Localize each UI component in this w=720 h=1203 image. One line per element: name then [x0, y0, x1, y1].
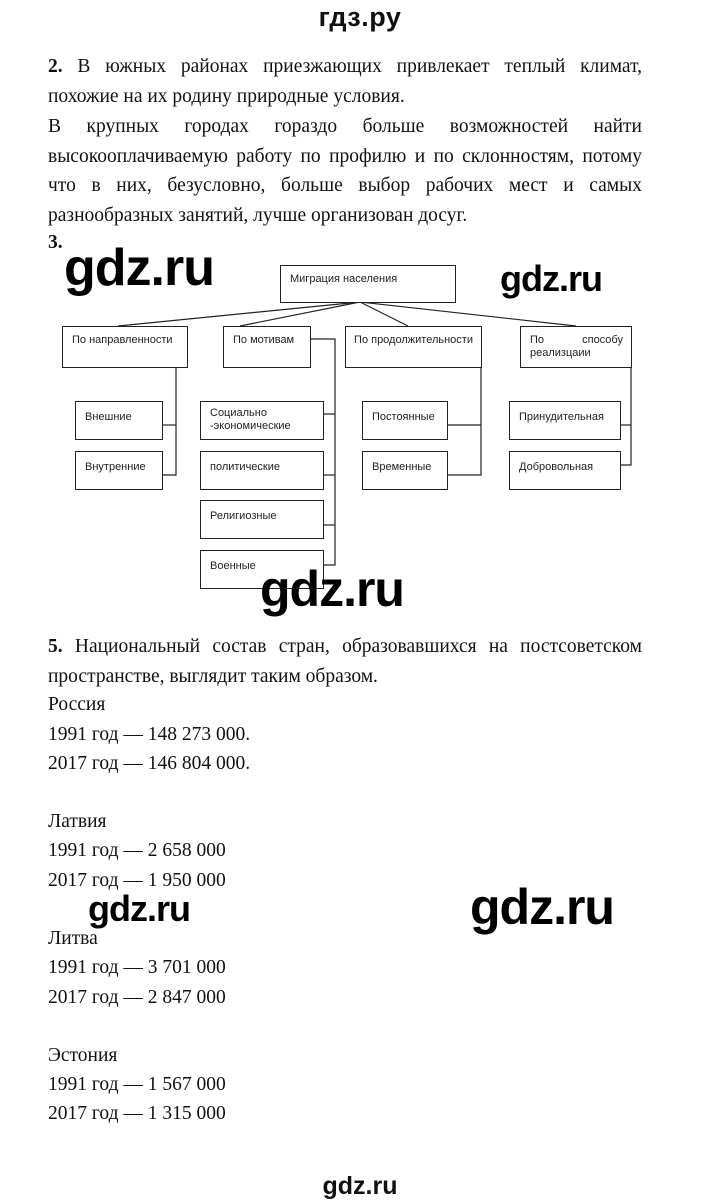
task2-paragraph2: В крупных городах гораздо больше возможн…: [48, 116, 642, 226]
watermark: gdz.ru: [260, 561, 405, 617]
diagram-node-political: политические: [200, 451, 324, 490]
country-name-lithuania: Литва: [48, 928, 98, 949]
diagram-category-duration: По продолжительности: [345, 326, 482, 368]
site-header: гдз.ру: [318, 2, 402, 32]
diagram-node-voluntary: Добровольная: [509, 451, 621, 490]
watermark: gdz.ru: [64, 239, 215, 297]
diagram-node-internal: Внутренние: [75, 451, 163, 490]
diagram-node-permanent: Постоянные: [362, 401, 448, 440]
country-name-estonia: Эстония: [48, 1045, 118, 1066]
task5-number: 5.: [48, 636, 63, 657]
watermark: gdz.ru: [500, 258, 603, 299]
country-2017-russia: 2017 год — 146 804 000.: [48, 753, 251, 774]
country-1991-latvia: 1991 год — 2 658 000: [48, 840, 226, 861]
diagram-node-external: Внешние: [75, 401, 163, 440]
watermark: gdz.ru: [88, 888, 191, 929]
task2-number: 2.: [48, 56, 63, 77]
diagram-node-religious: Религиозные: [200, 500, 324, 539]
country-1991-lithuania: 1991 год — 3 701 000: [48, 957, 226, 978]
diagram-node-military: Военные: [200, 550, 324, 589]
country-name-latvia: Латвия: [48, 811, 107, 832]
diagram-node-forced: Принудительная: [509, 401, 621, 440]
diagram-root-box: Миграция населения: [280, 265, 456, 303]
country-1991-estonia: 1991 год — 1 567 000: [48, 1074, 226, 1095]
diagram-connectors: [117, 301, 632, 566]
task2-paragraph1: 2. В южных районах приезжающих привлекае…: [48, 52, 642, 111]
diagram-node-socioeconomic: Социально -экономические: [200, 401, 324, 440]
task2-text1: В южных районах приезжающих привлекает т…: [48, 56, 642, 107]
task3-number: 3.: [48, 232, 63, 253]
diagram-category-method: По способу реализцаии: [520, 326, 632, 368]
watermark: gdz.ru: [470, 879, 615, 935]
diagram-node-temporary: Временные: [362, 451, 448, 490]
footer-watermark: gdz.ru: [322, 1172, 398, 1200]
country-name-russia: Россия: [48, 694, 106, 715]
task5-intro: 5. Национальный состав стран, образовавш…: [48, 632, 642, 691]
country-2017-lithuania: 2017 год — 2 847 000: [48, 987, 226, 1008]
diagram-category-direction: По направленности: [62, 326, 188, 368]
country-1991-russia: 1991 год — 148 273 000.: [48, 724, 251, 745]
country-2017-estonia: 2017 год — 1 315 000: [48, 1103, 226, 1124]
country-2017-latvia: 2017 год — 1 950 000: [48, 870, 226, 891]
task5-intro-text: Национальный состав стран, образовавшихс…: [48, 636, 643, 687]
diagram-category-motives: По мотивам: [223, 326, 311, 368]
